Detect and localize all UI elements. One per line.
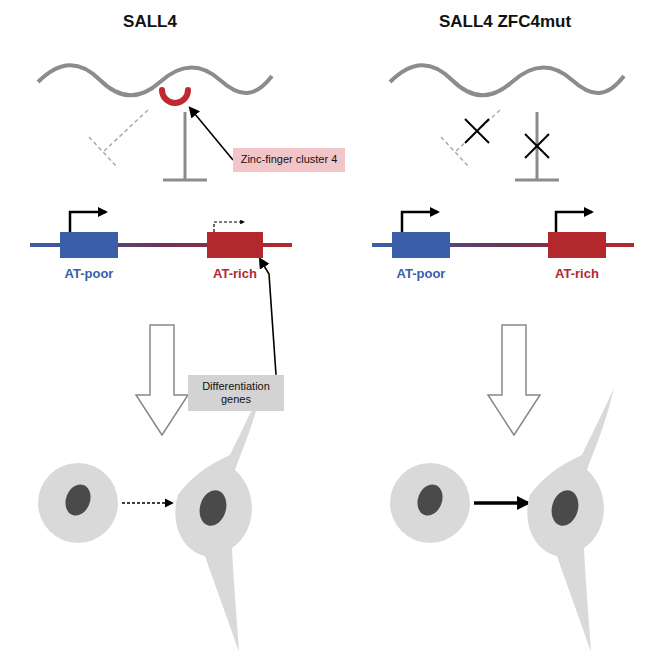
differentiated-cell (527, 388, 614, 652)
transcription-arrow (402, 212, 438, 232)
box-text: Zinc-finger cluster 4 (239, 153, 339, 166)
gene-box: AT-rich (548, 232, 606, 258)
box-text: Differentiation genes (194, 380, 278, 406)
transcription-arrow (70, 212, 106, 232)
zinc-finger-arc (162, 90, 188, 103)
protein-wave (38, 65, 272, 95)
gene-box: AT-rich (207, 232, 263, 258)
inhibition-line (184, 112, 187, 180)
gene-label: AT-rich (213, 266, 257, 281)
transcription-arrow (214, 222, 244, 232)
gene-box: AT-poor (392, 232, 450, 258)
cross-mark (465, 119, 489, 143)
outcome-arrow (488, 325, 540, 435)
cross-mark (465, 119, 489, 143)
nucleus (548, 487, 582, 529)
panel-title: SALL4 (123, 12, 177, 32)
differentiation-arrow (474, 501, 528, 505)
note-box: Differentiation genes (188, 375, 284, 411)
outcome-arrow (136, 325, 188, 435)
callout-box: Zinc-finger cluster 4 (233, 148, 345, 171)
inhibition-bar (515, 179, 559, 182)
gene-label: AT-poor (397, 266, 446, 281)
cross-mark (525, 134, 549, 158)
nucleus (196, 487, 230, 529)
inhibition-line (455, 110, 500, 152)
leader-arrow (190, 108, 233, 160)
gene-box: AT-poor (60, 232, 118, 258)
gene-label: AT-rich (555, 266, 599, 281)
nucleus (61, 481, 94, 519)
inhibition-bar (441, 137, 469, 167)
gene-label: AT-poor (65, 266, 114, 281)
cross-mark (525, 134, 549, 158)
nucleus (413, 481, 446, 519)
stem-cell (38, 463, 118, 543)
inhibition-bar (163, 179, 207, 182)
differentiation-arrow (122, 502, 172, 503)
connector-arrow (260, 259, 276, 375)
protein-wave (390, 65, 624, 95)
transcription-arrow (556, 212, 592, 232)
panel-title: SALL4 ZFC4mut (439, 12, 571, 32)
inhibition-bar (89, 137, 117, 167)
stem-cell (390, 463, 470, 543)
differentiated-cell (175, 388, 262, 652)
inhibition-line (103, 110, 148, 152)
